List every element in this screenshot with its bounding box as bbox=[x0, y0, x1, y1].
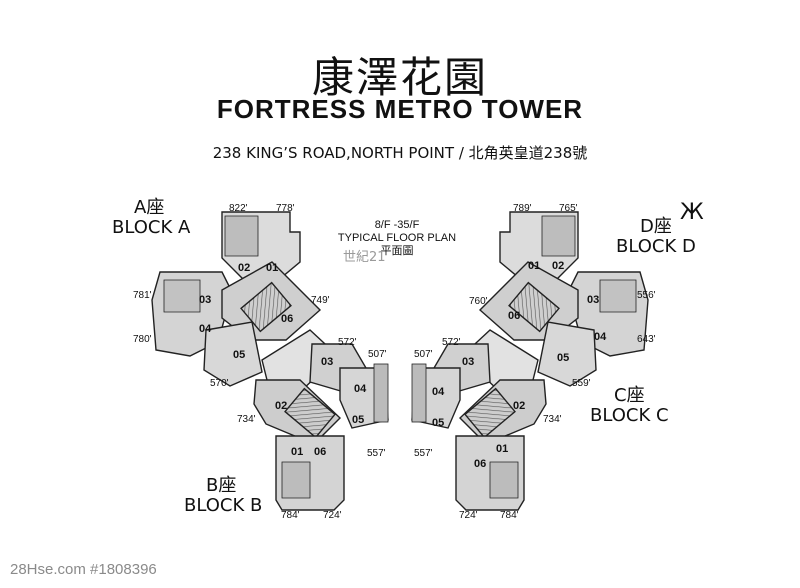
area-d-760: 760' bbox=[469, 296, 488, 307]
unit-b-05: 05 bbox=[352, 414, 364, 426]
area-b-557: 557' bbox=[367, 448, 386, 459]
area-b-572: 572' bbox=[338, 337, 357, 348]
floor-range: 8/F -35/F bbox=[374, 219, 420, 231]
area-d-643: 643' bbox=[637, 334, 656, 345]
unit-c-04: 04 bbox=[432, 386, 445, 398]
block-c-cn: C座 bbox=[614, 385, 645, 406]
unit-d-02: 02 bbox=[552, 260, 564, 272]
unit-c-03: 03 bbox=[462, 356, 474, 368]
area-a-749: 749' bbox=[311, 295, 330, 306]
area-d-789: 789' bbox=[513, 203, 532, 214]
plan-name: TYPICAL FLOOR PLAN bbox=[337, 232, 457, 244]
block-b-room bbox=[281, 461, 311, 499]
unit-a-03: 03 bbox=[199, 294, 211, 306]
area-b-784: 784' bbox=[281, 510, 300, 521]
block-c-en: BLOCK C bbox=[590, 405, 669, 426]
block-d-room bbox=[599, 279, 637, 313]
area-b-724: 724' bbox=[323, 510, 342, 521]
unit-a-05: 05 bbox=[233, 349, 245, 361]
block-a-plan bbox=[151, 211, 322, 387]
area-b-507: 507' bbox=[368, 349, 387, 360]
unit-d-03: 03 bbox=[587, 294, 599, 306]
unit-c-01: 01 bbox=[496, 443, 508, 455]
right-wing-plan bbox=[411, 211, 649, 511]
unit-d-06: 06 bbox=[508, 310, 520, 322]
unit-b-03: 03 bbox=[321, 356, 333, 368]
unit-a-02: 02 bbox=[238, 262, 250, 274]
unit-a-04: 04 bbox=[199, 323, 212, 335]
unit-b-06: 06 bbox=[314, 446, 326, 458]
area-a-778: 778' bbox=[276, 203, 295, 214]
unit-c-06: 06 bbox=[474, 458, 486, 470]
block-d-core bbox=[508, 281, 560, 333]
unit-b-01: 01 bbox=[291, 446, 303, 458]
footer-listing-id: 28Hse.com #1808396 bbox=[10, 561, 157, 578]
area-a-780: 780' bbox=[133, 334, 152, 345]
floor-plan-info: 8/F -35/F TYPICAL FLOOR PLAN 平面圖 bbox=[332, 219, 462, 258]
block-a-room bbox=[224, 215, 259, 257]
unit-d-05: 05 bbox=[557, 352, 569, 364]
left-wing-plan bbox=[151, 211, 389, 511]
block-c-label: C座 BLOCK C bbox=[590, 386, 669, 426]
watermark: 世紀21 bbox=[343, 250, 386, 265]
area-c-734: 734' bbox=[543, 414, 562, 425]
area-labels: 822' 778' 781' 780' 749' 570' 572' 507' … bbox=[133, 203, 656, 521]
unit-d-01: 01 bbox=[528, 260, 540, 272]
area-a-781: 781' bbox=[133, 290, 152, 301]
mtr-icon: Ж bbox=[680, 200, 704, 225]
unit-c-02: 02 bbox=[513, 400, 525, 412]
block-b-balcony bbox=[373, 363, 389, 423]
block-a-core bbox=[240, 281, 292, 333]
block-b-label: B座 BLOCK B bbox=[184, 476, 262, 516]
block-b-cn: B座 bbox=[206, 475, 237, 496]
area-d-556: 556' bbox=[637, 290, 656, 301]
block-d-room bbox=[541, 215, 576, 257]
block-a-unit-05 bbox=[203, 321, 263, 387]
area-d-765: 765' bbox=[559, 203, 578, 214]
unit-a-06: 06 bbox=[281, 313, 293, 325]
area-c-572: 572' bbox=[442, 337, 461, 348]
block-c-room bbox=[489, 461, 519, 499]
title-english: FORTRESS METRO TOWER bbox=[216, 94, 584, 124]
block-c-balcony bbox=[411, 363, 427, 423]
block-a-cn: A座 bbox=[134, 197, 165, 218]
address: 238 KING’S ROAD,NORTH POINT / 北角英皇道238號 bbox=[212, 144, 588, 162]
plan-name-cn: 平面圖 bbox=[380, 245, 414, 257]
block-d-label: D座 BLOCK D bbox=[616, 217, 696, 257]
unit-b-02: 02 bbox=[275, 400, 287, 412]
title-chinese: 康澤花園 bbox=[311, 53, 488, 102]
block-c-core bbox=[464, 387, 516, 439]
area-a-822: 822' bbox=[229, 203, 248, 214]
area-c-724: 724' bbox=[459, 510, 478, 521]
area-c-507: 507' bbox=[414, 349, 433, 360]
block-a-label: A座 BLOCK A bbox=[112, 198, 190, 238]
unit-c-05: 05 bbox=[432, 417, 444, 429]
area-c-784: 784' bbox=[500, 510, 519, 521]
block-d-unit-05 bbox=[537, 321, 597, 387]
block-b-core bbox=[284, 387, 336, 439]
unit-labels: 02 01 03 04 06 05 03 04 05 02 01 06 01 0… bbox=[199, 260, 607, 470]
area-d-559: 559' bbox=[572, 378, 591, 389]
block-b-plan bbox=[253, 343, 389, 511]
block-a-en: BLOCK A bbox=[112, 217, 191, 238]
block-b-en: BLOCK B bbox=[184, 495, 263, 516]
block-c-plan bbox=[411, 343, 547, 511]
block-d-plan bbox=[478, 211, 649, 387]
block-a-room bbox=[163, 279, 201, 313]
area-b-734: 734' bbox=[237, 414, 256, 425]
block-d-cn: D座 bbox=[640, 216, 672, 237]
area-c-557: 557' bbox=[414, 448, 433, 459]
unit-b-04: 04 bbox=[354, 383, 367, 395]
area-a-570: 570' bbox=[210, 378, 229, 389]
unit-d-04: 04 bbox=[594, 331, 607, 343]
unit-a-01: 01 bbox=[266, 262, 278, 274]
block-d-en: BLOCK D bbox=[616, 236, 696, 257]
